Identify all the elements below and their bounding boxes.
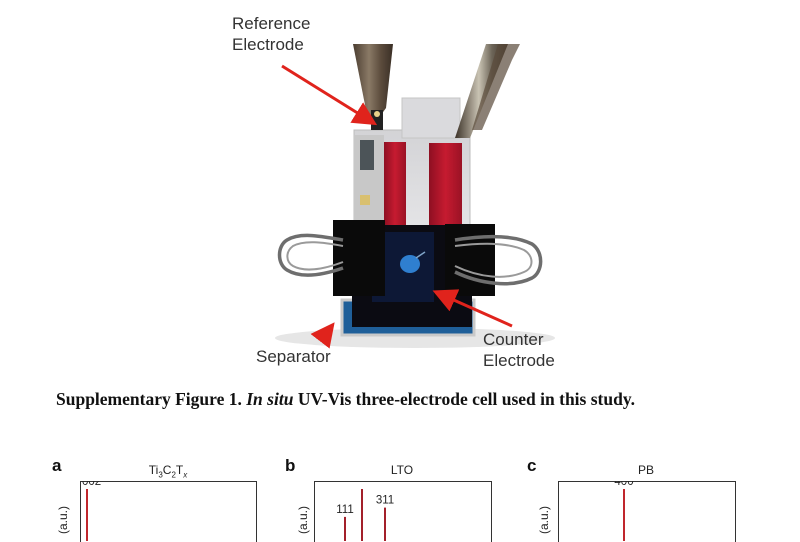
caption-italic: In situ — [246, 389, 294, 409]
red-tape-right — [429, 143, 462, 240]
panel-letter-c: c — [527, 456, 537, 475]
counter-electrode-label: Counter Electrode — [483, 329, 555, 371]
peaks-c: 400 — [614, 481, 634, 541]
alligator-clip-counter — [455, 44, 520, 138]
panel-letter-a: a — [52, 456, 62, 475]
peaks-b: 111 311 — [336, 489, 394, 541]
arrow-counter — [432, 289, 513, 328]
peaks-a: 002 — [82, 481, 101, 541]
arrow-separator — [310, 322, 335, 349]
binder-clip-left — [277, 220, 385, 296]
caption-suffix: UV-Vis three-electrode cell used in this… — [293, 389, 635, 409]
peak-label-311: 311 — [376, 495, 394, 507]
figure-caption: Supplementary Figure 1. In situ UV-Vis t… — [56, 389, 635, 410]
reference-electrode-label: Reference Electrode — [232, 13, 310, 55]
alligator-clip-reference — [353, 44, 393, 130]
panel-title-a: Ti3C2Tx — [148, 463, 188, 480]
caption-prefix: Supplementary Figure 1. — [56, 389, 247, 409]
binder-clip-right — [445, 224, 543, 296]
peak-label-002: 002 — [82, 481, 101, 488]
uv-vis-spot — [400, 255, 420, 273]
panel-title-b: LTO — [390, 463, 414, 477]
arrow-reference — [281, 64, 378, 126]
reference-electrode-label-line2: Electrode — [232, 35, 304, 54]
reference-electrode-label-line1: Reference — [232, 14, 311, 33]
counter-electrode-label-line1: Counter — [483, 330, 544, 349]
panel-letter-b: b — [285, 456, 296, 475]
panel-title-c: PB — [637, 463, 654, 477]
peak-label-111: 111 — [336, 504, 353, 516]
red-tape-left — [384, 142, 406, 240]
separator-label: Separator — [256, 347, 331, 366]
counter-electrode-label-line2: Electrode — [483, 351, 555, 370]
peak-label-400: 400 — [614, 481, 633, 488]
cell-photo — [275, 44, 555, 349]
